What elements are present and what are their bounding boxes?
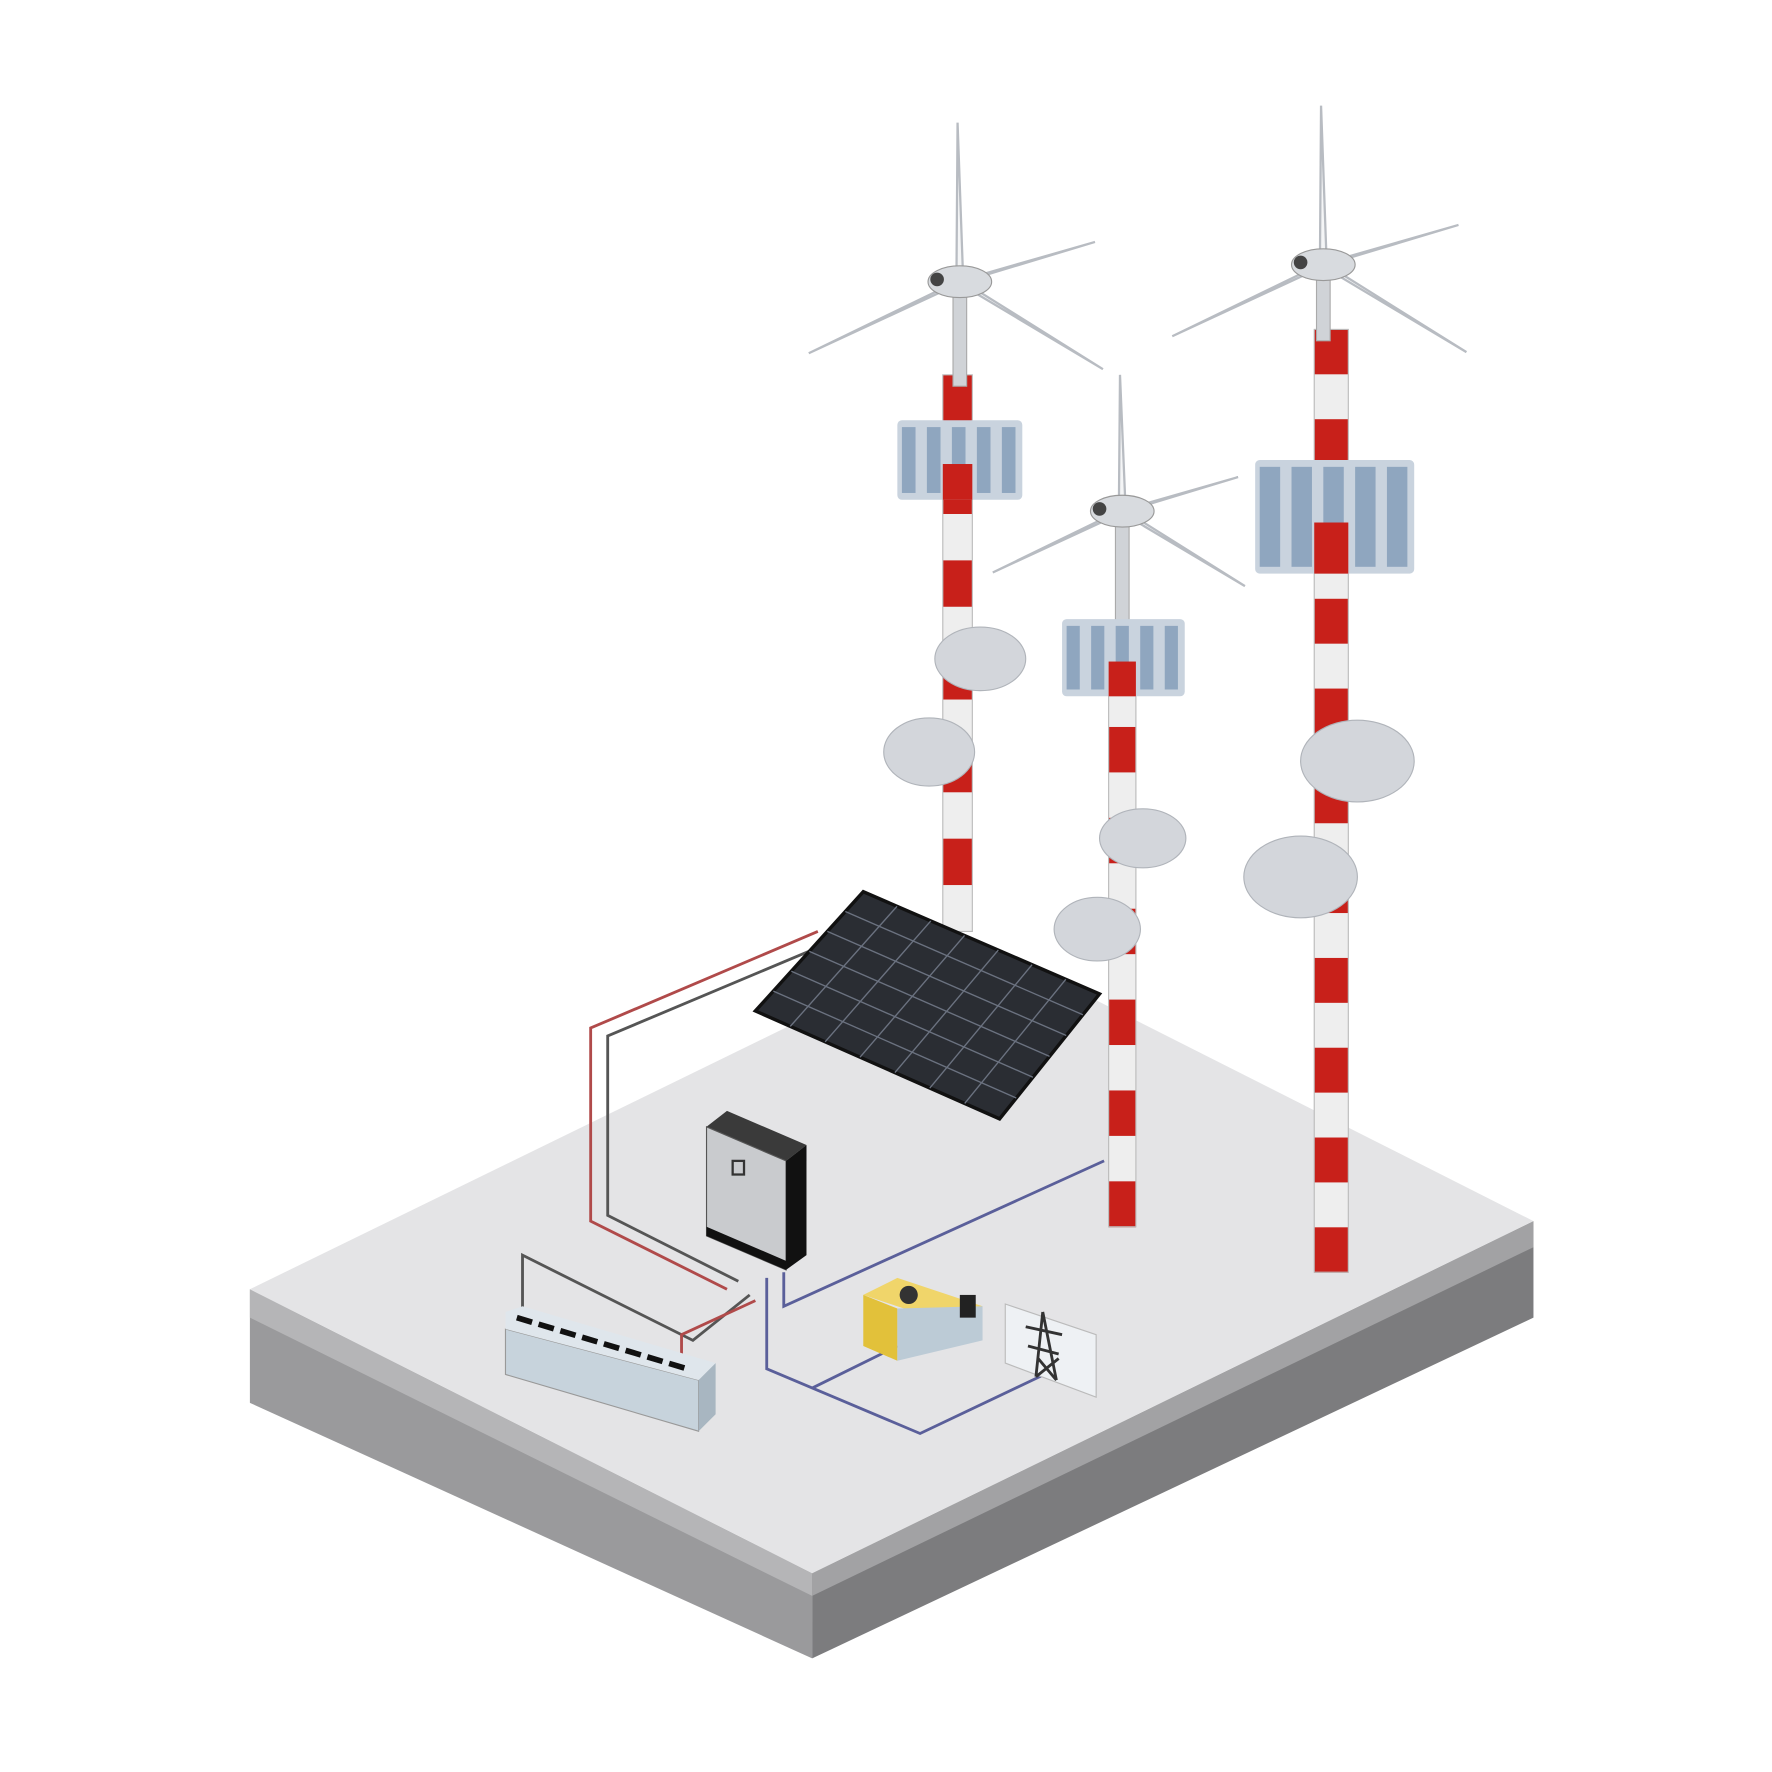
load-wire-blue — [765, 1277, 1057, 1436]
antenna-panel — [1259, 466, 1281, 567]
tower-stripe — [942, 513, 973, 561]
tower-stripe — [1314, 419, 1349, 465]
inverter-box — [705, 1110, 807, 1271]
solar-panel-cells — [773, 905, 1084, 1104]
antenna-panel — [926, 427, 941, 493]
solar-cell-line — [827, 930, 1067, 1037]
tower-stripe — [942, 464, 973, 500]
microwave-dish — [1300, 719, 1415, 803]
generator-panel — [959, 1294, 976, 1318]
wiring — [521, 930, 1105, 1436]
antenna-panel — [976, 427, 991, 493]
tower-stripe — [1314, 1137, 1349, 1183]
antenna-panel — [1140, 625, 1154, 690]
microwave-dish — [1053, 896, 1142, 962]
tower-stripe — [942, 560, 973, 608]
tower-stripe — [1314, 1002, 1349, 1049]
solar-cell-line — [791, 970, 1034, 1078]
solar-cell-line — [773, 990, 1017, 1099]
tower-stripe — [1314, 1047, 1349, 1094]
solar-cell-line — [845, 910, 1084, 1016]
solar-cell-line — [809, 950, 1050, 1058]
turbine-blade — [955, 122, 965, 283]
microwave-dish — [1243, 835, 1358, 919]
solar-cell-line — [894, 949, 999, 1074]
generator-fuel-cap — [899, 1285, 918, 1305]
turbine-nacelle — [927, 265, 993, 299]
tower-stripe — [1108, 661, 1136, 697]
turbine-hub — [930, 272, 944, 287]
antenna-panel — [1091, 625, 1105, 690]
tower-stripe — [1314, 1182, 1349, 1228]
towers — [808, 105, 1468, 1273]
antenna-panel — [1001, 427, 1016, 493]
solar-cell-line — [929, 964, 1033, 1089]
utility-grid-sign — [1004, 1303, 1097, 1398]
solar-cell-line — [964, 978, 1067, 1104]
transmission-pylon-icon — [1025, 1311, 1063, 1382]
telecom-tower — [1171, 105, 1468, 1273]
telecom-tower — [992, 374, 1246, 1228]
tower-stripe — [1108, 999, 1136, 1046]
solar-panel — [752, 889, 1103, 1121]
telecom-tower — [808, 122, 1104, 933]
tower-stripe — [1314, 374, 1349, 420]
tower-stripe — [942, 885, 973, 933]
tower-stripe — [1108, 1135, 1136, 1182]
solar-cell-line — [824, 920, 932, 1043]
tower-stripe — [1314, 957, 1349, 1004]
tower-stripe — [1108, 1181, 1136, 1228]
antenna-panel — [901, 427, 916, 493]
antenna-panel — [1386, 466, 1408, 567]
tower-stripe — [1314, 643, 1349, 690]
battery-terminals — [516, 1314, 692, 1373]
tower-stripe — [1314, 522, 1349, 574]
tower-stripe — [1314, 913, 1349, 959]
turbine-wire-blue — [782, 1159, 1105, 1309]
tower-stripe — [942, 838, 973, 886]
solar-cell-line — [859, 935, 966, 1058]
solar-wire-red — [589, 930, 819, 1291]
solar-wire-dark — [606, 941, 830, 1283]
microwave-dish — [883, 717, 976, 787]
tower-stripe — [1108, 726, 1136, 773]
tower-stripe — [942, 792, 973, 840]
tower-stripe — [1108, 954, 1136, 1001]
turbine-hub — [1092, 502, 1107, 516]
battery-bank — [504, 1306, 716, 1432]
inverter-display-icon — [731, 1159, 746, 1176]
turbine-nacelle — [1290, 248, 1356, 282]
antenna-panel — [1164, 625, 1178, 690]
microwave-dish — [1098, 808, 1187, 869]
antenna-panel — [1291, 466, 1312, 567]
turbine-blade — [1117, 374, 1127, 513]
tower-stripe — [1314, 1092, 1349, 1139]
tower-stripe — [1314, 598, 1349, 645]
turbine-blade — [1318, 105, 1328, 266]
microwave-dish — [934, 626, 1027, 692]
tower-stripe — [1108, 1045, 1136, 1092]
solar-cell-line — [789, 905, 898, 1027]
tower-stripe — [1108, 1090, 1136, 1137]
platform-top — [249, 937, 1534, 1574]
platform-band-left — [249, 1289, 813, 1596]
tower-stripe — [1314, 1227, 1349, 1273]
antenna-panel — [1066, 625, 1080, 690]
platform-band-right — [812, 1221, 1534, 1596]
diesel-generator — [863, 1277, 983, 1361]
turbine-hub — [1293, 255, 1308, 270]
platform — [249, 937, 1534, 1659]
antenna-panel — [1355, 466, 1376, 567]
turbine-nacelle — [1089, 494, 1155, 528]
